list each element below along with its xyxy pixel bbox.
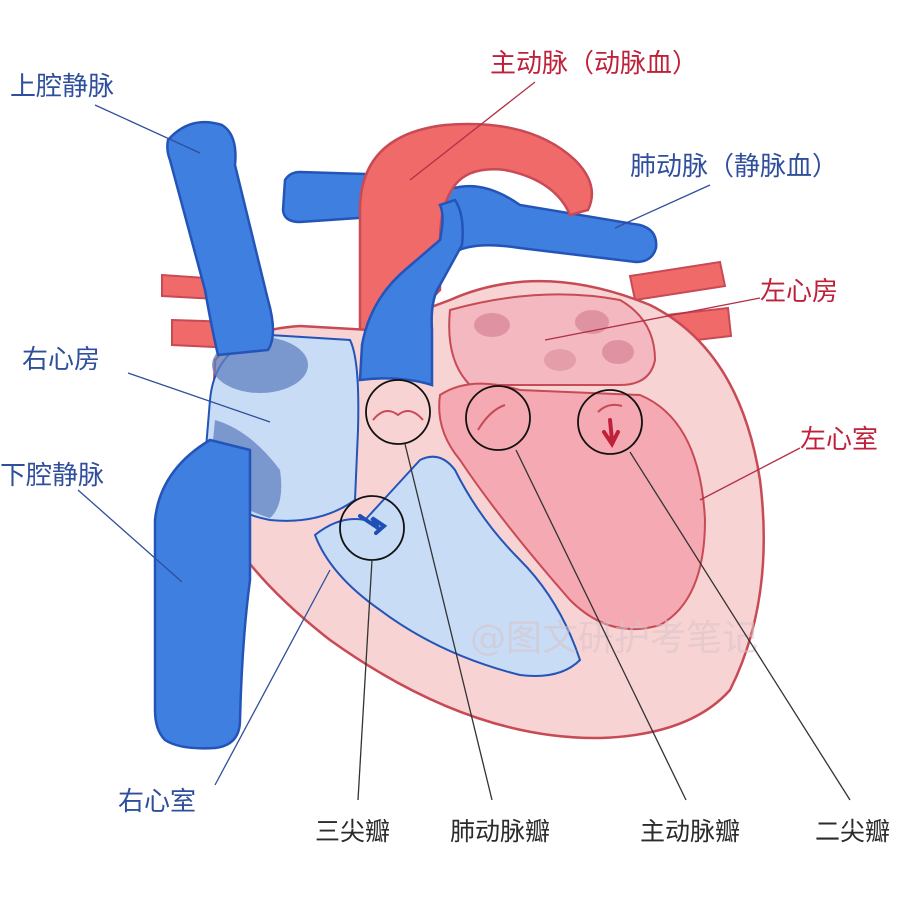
tricuspid-flow-arrow (358, 514, 388, 535)
mitral-flow-arrow (602, 418, 620, 448)
pulmonary-artery-branches (281, 170, 658, 264)
right-ventricle-shape (313, 455, 582, 677)
valve-circles (339, 379, 643, 561)
label-inferior-vena-cava: 下腔静脉 (0, 461, 104, 491)
label-right-ventricle: 右心室 (118, 787, 196, 817)
label-mitral-valve: 二尖瓣 (815, 817, 890, 846)
label-left-ventricle: 左心室 (800, 425, 878, 455)
label-pulmonary-valve: 肺动脉瓣 (450, 817, 550, 846)
label-tricuspid-valve: 三尖瓣 (315, 817, 390, 846)
inferior-vena-cava (153, 438, 252, 750)
label-right-atrium: 右心房 (22, 345, 100, 375)
label-pulmonary-artery: 肺动脉（静脉血） (630, 152, 838, 182)
left-ventricle-shape (438, 382, 707, 631)
pulmonary-trunk (358, 198, 464, 387)
label-superior-vena-cava: 上腔静脉 (10, 72, 114, 102)
left-atrium-shape (448, 293, 657, 386)
label-aorta: 主动脉（动脉血） (490, 49, 698, 79)
superior-vena-cava (166, 120, 275, 357)
label-left-atrium: 左心房 (760, 277, 838, 307)
label-aortic-valve: 主动脉瓣 (640, 817, 740, 846)
leader-lines (77, 81, 851, 801)
